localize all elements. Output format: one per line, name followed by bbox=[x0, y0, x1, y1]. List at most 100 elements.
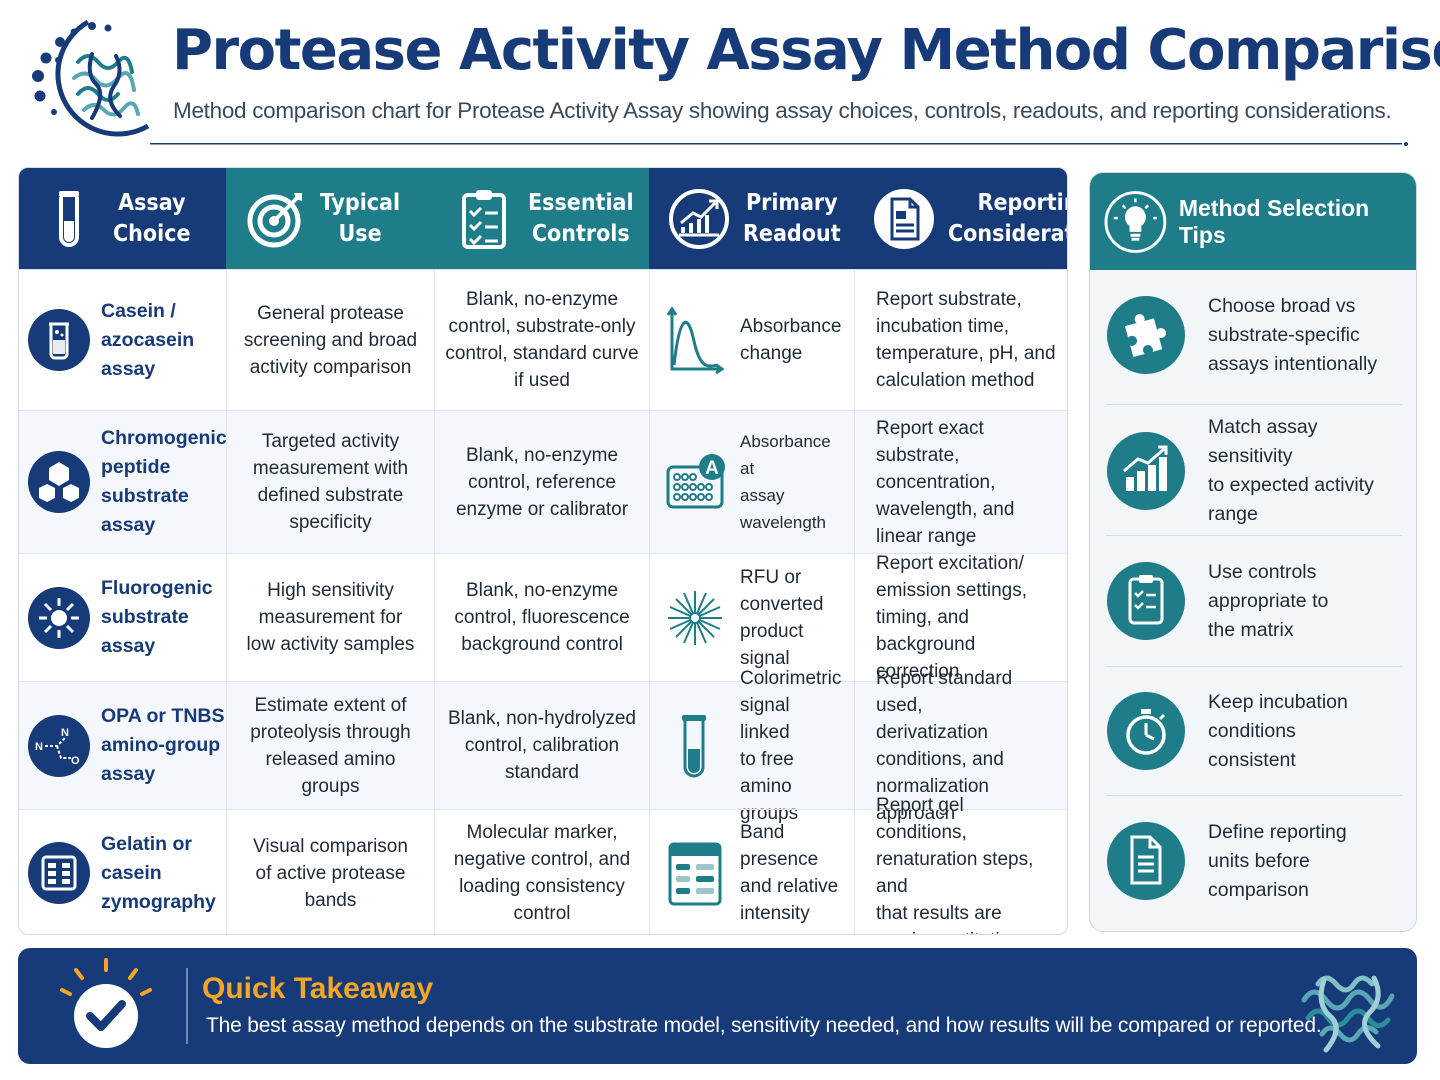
svg-text:O: O bbox=[71, 755, 80, 767]
document-icon bbox=[874, 188, 934, 249]
table-row: Fluorogenic substrate assay High sensiti… bbox=[19, 553, 1067, 682]
essential-controls-cell: Blank, non-hydrolyzed control, calibrati… bbox=[434, 682, 649, 809]
col-header-assay-choice: Assay Choice bbox=[19, 168, 226, 269]
readout-text: RFU or converted product signal bbox=[740, 566, 824, 669]
tip-divider bbox=[1106, 795, 1402, 796]
typical-use-cell: Visual comparison of active protease ban… bbox=[226, 810, 434, 934]
comparison-table: Assay Choice Typical Use Essential Contr… bbox=[18, 167, 1068, 935]
tip-text: Choose broad vs substrate-specific assay… bbox=[1208, 294, 1378, 375]
protein-logo-icon bbox=[32, 19, 150, 137]
tips-title: Method Selection Tips bbox=[1178, 194, 1370, 248]
col-header-reporting-considerations: Reporting Considerations bbox=[854, 168, 1067, 269]
test-tube-icon bbox=[59, 190, 79, 247]
tip-item: Match assay sensitivity to expected acti… bbox=[1106, 407, 1402, 535]
primary-readout-cell: Absorbance change bbox=[649, 270, 854, 410]
svg-text:A: A bbox=[705, 458, 719, 479]
col-header-label: Assay Choice bbox=[113, 189, 191, 247]
check-circle-icon bbox=[60, 958, 152, 1048]
bar-growth-icon bbox=[1107, 432, 1185, 510]
table-row: Casein / azocasein assay General proteas… bbox=[19, 269, 1067, 410]
tip-divider bbox=[1106, 404, 1402, 405]
beaker-icon bbox=[28, 309, 90, 371]
chart-trend-icon bbox=[669, 188, 729, 249]
tip-item: Choose broad vs substrate-specific assay… bbox=[1106, 271, 1402, 399]
tip-item: Use controls appropriate to the matrix bbox=[1106, 537, 1402, 665]
gel-bands-icon bbox=[668, 842, 722, 906]
stopwatch-icon bbox=[1107, 692, 1185, 770]
header-rule bbox=[150, 142, 1408, 146]
starburst-icon bbox=[668, 590, 722, 645]
assay-name: Chromogenic peptide substrate assay bbox=[101, 427, 227, 536]
col-header-label: Typical Use bbox=[320, 189, 401, 247]
molecule-icon bbox=[28, 451, 90, 513]
takeaway-title: Quick Takeaway bbox=[202, 972, 434, 1005]
plate-reader-icon: A bbox=[666, 454, 725, 509]
method-selection-tips-panel: Method Selection Tips Choose broad vs su… bbox=[1089, 172, 1417, 932]
tip-divider bbox=[1106, 535, 1402, 536]
col-header-label: Primary Readout bbox=[743, 189, 841, 247]
essential-controls-cell: Blank, no-enzyme control, fluorescence b… bbox=[434, 554, 649, 681]
absorbance-curve-icon bbox=[666, 306, 725, 375]
protein-structure-icon bbox=[1301, 975, 1395, 1053]
quick-takeaway-banner: Quick Takeaway The best assay method dep… bbox=[18, 948, 1417, 1064]
page-title: Protease Activity Assay Method Compariso… bbox=[172, 18, 1440, 83]
reporting-cell: Report exact substrate, concentration, w… bbox=[854, 411, 1067, 553]
typical-use-cell: Targeted activity measurement with defin… bbox=[226, 411, 434, 553]
tip-divider bbox=[1106, 666, 1402, 667]
primary-readout-cell: Colorimetric signal linked to free amino… bbox=[649, 668, 854, 824]
primary-readout-cell: Band presence and relative intensity bbox=[649, 810, 854, 934]
assay-cell: Gelatin or casein zymography bbox=[19, 810, 226, 934]
essential-controls-cell: Blank, no-enzyme control, reference enzy… bbox=[434, 411, 649, 553]
document-icon bbox=[1107, 822, 1185, 900]
tip-item: Define reporting units before comparison bbox=[1106, 797, 1402, 925]
table-row: N N O OPA or TNBS amino-group assay Esti… bbox=[19, 668, 1067, 824]
assay-name: Casein / azocasein assay bbox=[101, 299, 195, 380]
gel-grid-icon bbox=[28, 842, 90, 904]
reporting-cell: Report standard used, derivatization con… bbox=[854, 668, 1067, 824]
readout-text: Colorimetric signal linked to free amino… bbox=[740, 667, 842, 824]
target-icon bbox=[247, 192, 302, 247]
col-header-typical-use: Typical Use bbox=[226, 168, 434, 269]
svg-text:N: N bbox=[35, 741, 43, 753]
tip-item: Keep incubation conditions consistent bbox=[1106, 667, 1402, 795]
assay-name: OPA or TNBS amino-group assay bbox=[101, 705, 225, 785]
primary-readout-cell: RFU or converted product signal bbox=[649, 554, 854, 681]
typical-use-cell: High sensitivity measurement for low act… bbox=[226, 554, 434, 681]
reporting-cell: Report excitation/ emission settings, ti… bbox=[854, 553, 1067, 682]
assay-name: Fluorogenic substrate assay bbox=[101, 577, 213, 657]
readout-text: Absorbance change bbox=[740, 316, 842, 364]
takeaway-text: The best assay method depends on the sub… bbox=[206, 1014, 1322, 1037]
assay-cell: Casein / azocasein assay bbox=[19, 270, 226, 410]
essential-controls-cell: Blank, no-enzyme control, substrate-only… bbox=[434, 270, 649, 410]
puzzle-icon bbox=[1107, 296, 1185, 374]
col-header-label: Essential Controls bbox=[528, 189, 634, 247]
assay-cell: Fluorogenic substrate assay bbox=[19, 554, 226, 681]
fluorescence-burst-icon bbox=[28, 586, 90, 649]
typical-use-cell: Estimate extent of proteolysis through r… bbox=[226, 682, 434, 809]
svg-text:N: N bbox=[61, 727, 69, 739]
assay-cell: Chromogenic peptide substrate assay bbox=[19, 411, 227, 553]
takeaway-divider bbox=[186, 968, 188, 1044]
tip-text: Define reporting units before comparison bbox=[1208, 820, 1347, 901]
tips-header: Method Selection Tips bbox=[1090, 173, 1416, 270]
lightbulb-icon bbox=[1104, 190, 1167, 253]
assay-cell: N N O OPA or TNBS amino-group assay bbox=[19, 682, 226, 809]
amino-group-icon: N N O bbox=[28, 714, 90, 777]
primary-readout-cell: A Absorbance at assay wavelength bbox=[649, 411, 854, 553]
tip-text: Match assay sensitivity to expected acti… bbox=[1208, 416, 1374, 525]
table-header: Assay Choice Typical Use Essential Contr… bbox=[19, 168, 1067, 269]
reporting-cell: Report substrate, incubation time, tempe… bbox=[854, 270, 1067, 410]
page-header: Protease Activity Assay Method Compariso… bbox=[0, 0, 1440, 160]
clipboard-icon bbox=[1107, 562, 1185, 640]
typical-use-cell: General protease screening and broad act… bbox=[226, 270, 434, 410]
table-row: Gelatin or casein zymography Visual comp… bbox=[19, 795, 1067, 934]
col-header-label: Reporting Considerations bbox=[948, 189, 1067, 247]
col-header-essential-controls: Essential Controls bbox=[434, 168, 649, 269]
tip-text: Use controls appropriate to the matrix bbox=[1208, 560, 1329, 641]
reporting-cell: Report gel conditions, renaturation step… bbox=[854, 795, 1067, 934]
tip-text: Keep incubation conditions consistent bbox=[1208, 690, 1348, 771]
table-row: Chromogenic peptide substrate assay Targ… bbox=[19, 410, 1067, 553]
test-tube-icon bbox=[682, 714, 706, 777]
readout-text: Absorbance at assay wavelength bbox=[740, 432, 831, 532]
col-header-primary-readout: Primary Readout bbox=[649, 168, 854, 269]
